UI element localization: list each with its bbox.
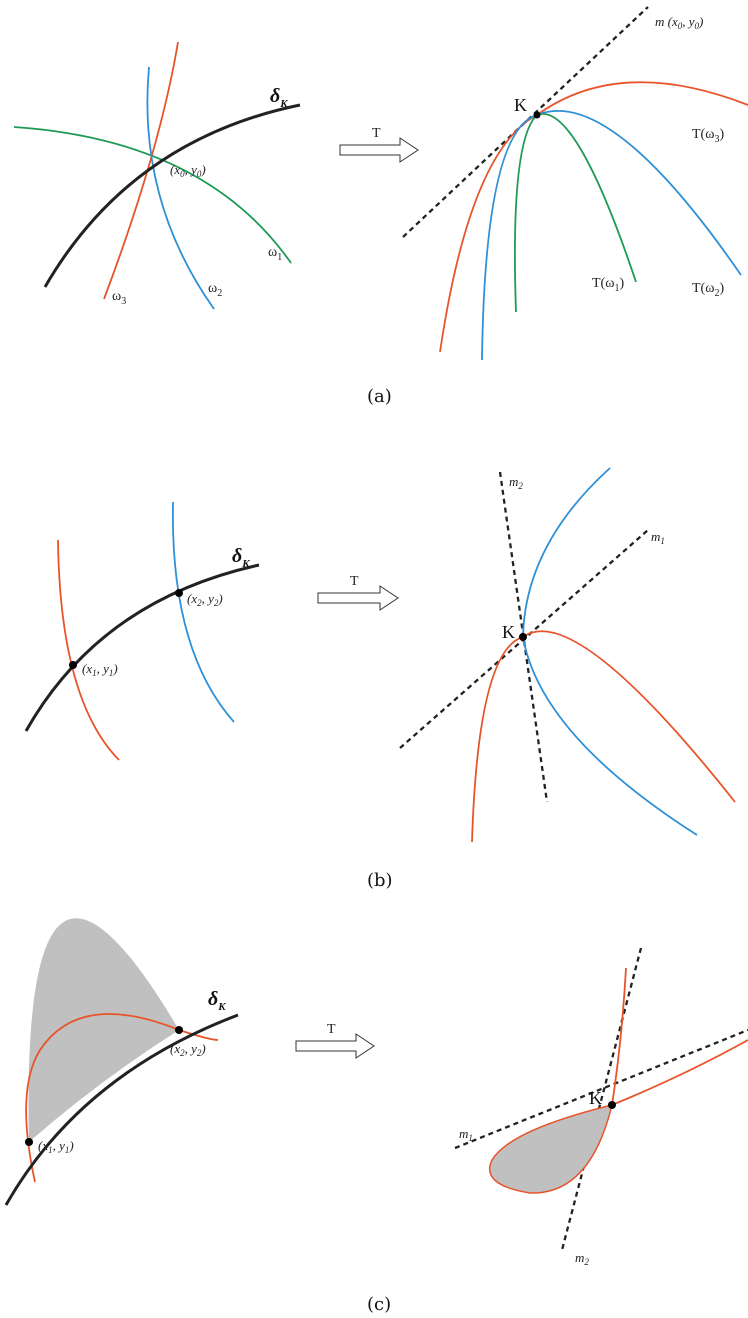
t-omega3-label: T(ω3) [692,127,724,145]
point-x2-y2 [175,589,183,597]
orange-branch-up [611,967,627,1106]
transform-arrow-icon [295,1033,375,1059]
panel-a: δK (x0, y0) ω1 ω2 ω3 T K m (x0, y0) T(ω3… [13,6,748,407]
transform-label: T [327,1022,336,1037]
m2-label: m2 [575,1250,589,1267]
transform-arrow-icon [317,585,399,611]
shaded-loop [488,1103,614,1194]
omega3-label: ω3 [112,289,126,307]
omega1-curve [13,126,292,264]
t-omega1-label: T(ω1) [592,276,624,294]
t-omega2-label: T(ω2) [692,281,724,299]
delta-k-curve [43,103,301,288]
m1-label: m1 [459,1126,473,1143]
t-omega3-curve [439,81,748,353]
omega2-curve [146,66,215,310]
point-x1-y1 [69,661,77,669]
point-x1-y1-label: (x1, y1) [82,661,118,678]
delta-k-label: δK [208,988,226,1013]
panel-c: δK (x1, y1) (x2, y2) T K m1 m2 (c) [4,918,748,1315]
panel-b: δK (x1, y1) (x2, y2) T K m1 m2 (b) [24,467,736,891]
delta-k-label: δK [270,85,288,110]
tangent-line-m [402,6,649,238]
tangent-line-m1 [454,1028,748,1150]
delta-k-curve [24,563,260,732]
orange-curve-right [471,630,736,843]
caption-a: (a) [367,386,392,407]
transform-label: T [350,574,359,589]
omega3-curve [103,41,179,300]
tangent-line-m2 [560,947,643,1251]
m1-label: m1 [651,529,665,546]
point-k [608,1101,616,1109]
shaded-region-left-fill [28,918,180,1142]
m-x0-y0-label: m (x0, y0) [655,14,703,31]
point-k [519,633,527,641]
delta-k-curve [4,1013,239,1206]
blue-curve-right [522,467,698,836]
omega2-label: ω2 [208,281,222,299]
point-x2-y2 [175,1026,183,1034]
t-omega2-curve [481,110,742,361]
point-x1-y1-label: (x1, y1) [38,1138,74,1155]
delta-k-label: δK [232,545,250,570]
point-x2-y2-label: (x2, y2) [170,1041,206,1058]
omega1-label: ω1 [268,245,282,263]
orange-boundary-left [25,1013,219,1183]
caption-b: (b) [367,870,393,891]
point-k [533,111,541,119]
caption-c: (c) [367,1294,391,1315]
transform-arrow-icon [339,137,419,163]
transform-label: T [372,126,381,141]
k-label: K [514,95,527,115]
orange-branch-right [611,1039,748,1106]
m2-label: m2 [509,474,523,491]
k-label: K [589,1088,602,1108]
k-label: K [502,622,515,642]
point-x0-y0-label: (x0, y0) [170,162,206,179]
point-x2-y2-label: (x2, y2) [187,591,223,608]
blue-curve-left [171,501,235,723]
orange-curve-left [57,539,120,761]
point-x1-y1 [25,1138,33,1146]
